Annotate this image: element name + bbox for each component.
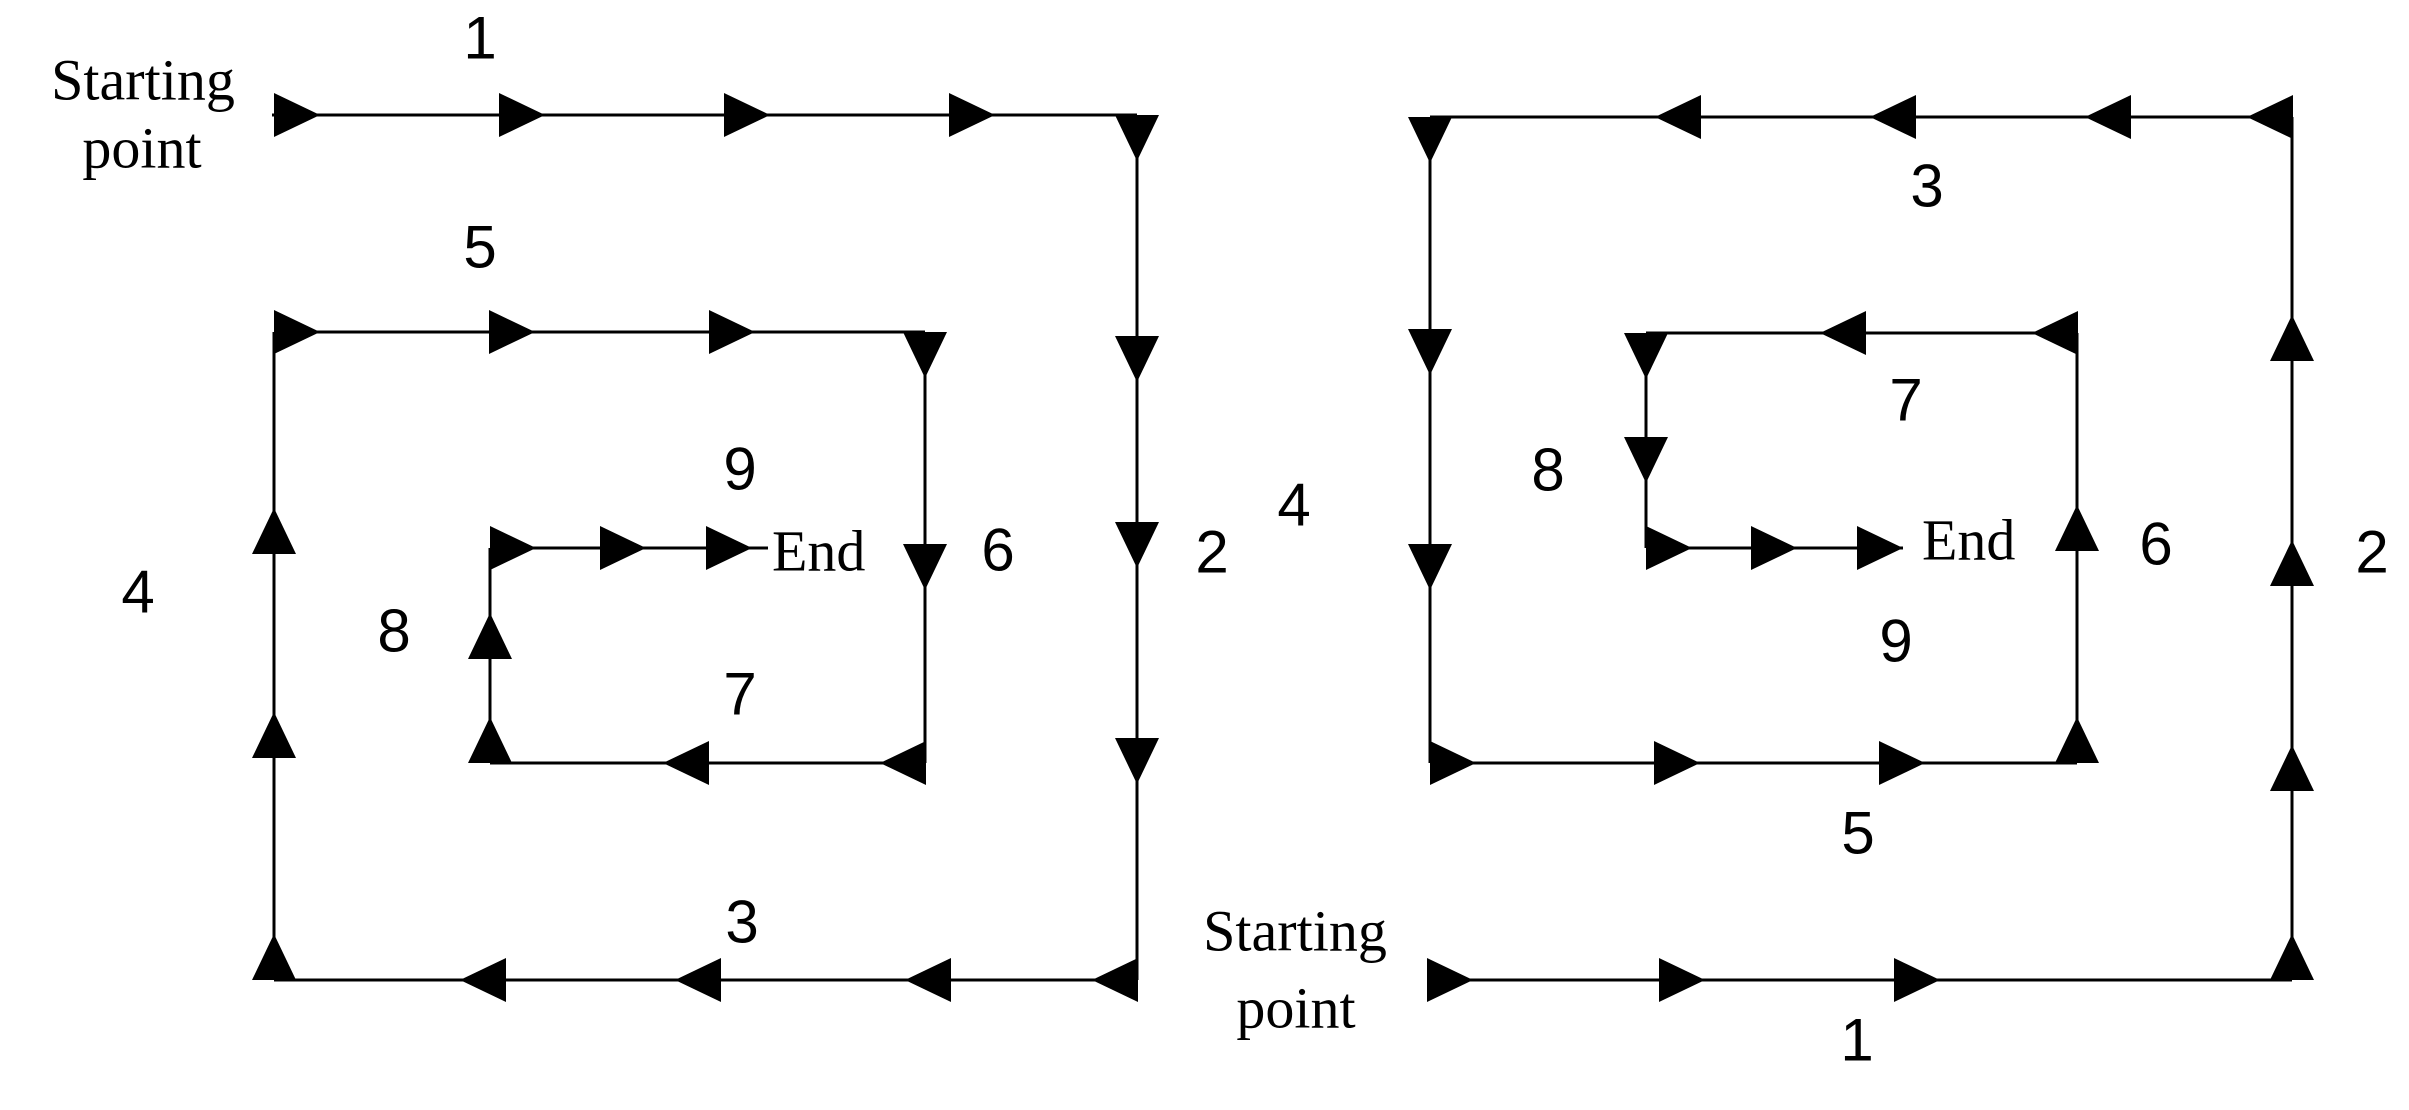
- right-spiral-segment-1-arrowhead-1-right-icon: [1427, 958, 1473, 1002]
- left-spiral-segment-5-arrowhead-2-right-icon: [489, 310, 535, 354]
- left-spiral-segment-1-arrowhead-4-right-icon: [949, 93, 995, 137]
- right-spiral-segment-8-arrowhead-1-down-icon: [1624, 333, 1668, 379]
- right-spiral-segment-9-arrowhead-3-right-icon: [1857, 526, 1903, 570]
- left-spiral-end-label: End: [772, 519, 865, 584]
- right-spiral-segment-5-arrowhead-1-right-icon: [1430, 741, 1476, 785]
- right-spiral-segment-7-arrowhead-1-left-icon: [2032, 311, 2078, 355]
- left-spiral-segment-1-arrowhead-3-right-icon: [724, 93, 770, 137]
- left-spiral-segment-3-number-label: 3: [725, 889, 758, 956]
- right-spiral-segment-9-arrowhead-1-right-icon: [1646, 526, 1692, 570]
- right-spiral-segment-4-arrowhead-2-down-icon: [1408, 329, 1452, 375]
- right-spiral-segment-4-number-label: 4: [1277, 472, 1310, 539]
- right-spiral-segment-1-arrowhead-3-right-icon: [1894, 958, 1940, 1002]
- left-spiral-segment-6-arrowhead-1-down-icon: [903, 332, 947, 378]
- left-spiral-segment-3-arrowhead-1-left-icon: [1092, 958, 1138, 1002]
- left-spiral-segment-8-number-label: 8: [377, 598, 410, 665]
- right-spiral-segment-2-arrowhead-3-up-icon: [2270, 540, 2314, 586]
- left-spiral-segment-7-arrowhead-2-left-icon: [663, 741, 709, 785]
- right-spiral-segment-3-arrowhead-3-left-icon: [1870, 95, 1916, 139]
- right-spiral-segment-3-arrowhead-2-left-icon: [2085, 95, 2131, 139]
- right-spiral-segment-7-number-label: 7: [1889, 367, 1922, 434]
- left-spiral-segment-2-arrowhead-2-down-icon: [1115, 336, 1159, 382]
- left-spiral-segment-7-number-label: 7: [723, 661, 756, 728]
- right-spiral-segment-9-arrowhead-2-right-icon: [1751, 526, 1797, 570]
- right-spiral-segment-1-number-label: 1: [1840, 1007, 1873, 1074]
- right-spiral-segment-3-number-label: 3: [1910, 153, 1943, 220]
- left-spiral-segment-3-arrowhead-3-left-icon: [675, 958, 721, 1002]
- left-spiral-segment-5-arrowhead-1-right-icon: [274, 310, 320, 354]
- left-spiral-segment-4-arrowhead-2-up-icon: [252, 712, 296, 758]
- right-spiral-segment-2-number-label: 2: [2355, 519, 2388, 586]
- right-spiral-segment-5-arrowhead-2-right-icon: [1654, 741, 1700, 785]
- left-spiral-segment-9-arrowhead-3-right-icon: [706, 526, 752, 570]
- right-spiral-segment-5-number-label: 5: [1841, 800, 1874, 867]
- right-spiral-starting-point-label-line-1: Starting: [1203, 899, 1387, 964]
- left-spiral-segment-6-arrowhead-2-down-icon: [903, 544, 947, 590]
- right-spiral-segment-6-arrowhead-2-up-icon: [2055, 505, 2099, 551]
- right-spiral-segment-2-arrowhead-1-up-icon: [2270, 934, 2314, 980]
- right-spiral-segment-6-arrowhead-1-up-icon: [2055, 717, 2099, 763]
- right-spiral-segment-5-arrowhead-3-right-icon: [1879, 741, 1925, 785]
- left-spiral-segment-4-number-label: 4: [121, 559, 154, 626]
- left-spiral-starting-point-label-line-2: point: [82, 116, 201, 181]
- right-spiral-segment-2-arrowhead-2-up-icon: [2270, 745, 2314, 791]
- right-spiral-segment-1-arrowhead-2-right-icon: [1659, 958, 1705, 1002]
- left-spiral-segment-2-number-label: 2: [1195, 519, 1228, 586]
- left-spiral-segment-2-arrowhead-3-down-icon: [1115, 522, 1159, 568]
- right-spiral-segment-8-number-label: 8: [1531, 437, 1564, 504]
- left-spiral-segment-4-arrowhead-1-up-icon: [252, 934, 296, 980]
- right-spiral-segment-4-arrowhead-3-down-icon: [1408, 544, 1452, 590]
- left-spiral-segment-8-arrowhead-1-up-icon: [468, 717, 512, 763]
- left-spiral-segment-7-arrowhead-1-left-icon: [880, 741, 926, 785]
- right-spiral-segment-4-arrowhead-1-down-icon: [1408, 117, 1452, 163]
- left-spiral-segment-5-arrowhead-3-right-icon: [709, 310, 755, 354]
- left-spiral-segment-3-arrowhead-4-left-icon: [460, 958, 506, 1002]
- left-spiral-segment-4-arrowhead-3-up-icon: [252, 508, 296, 554]
- right-spiral-segment-2-arrowhead-4-up-icon: [2270, 315, 2314, 361]
- left-spiral-segment-9-arrowhead-1-right-icon: [490, 526, 536, 570]
- left-spiral-starting-point-label-line-1: Starting: [51, 48, 235, 113]
- left-spiral-segment-1-number-label: 1: [463, 5, 496, 72]
- left-spiral-segment-9-number-label: 9: [723, 436, 756, 503]
- left-spiral-segment-5-number-label: 5: [463, 214, 496, 281]
- left-spiral-segment-1-arrowhead-2-right-icon: [499, 93, 545, 137]
- left-spiral-segment-3-arrowhead-2-left-icon: [905, 958, 951, 1002]
- left-spiral-segment-9-arrowhead-2-right-icon: [600, 526, 646, 570]
- left-spiral-segment-2-arrowhead-4-down-icon: [1115, 738, 1159, 784]
- left-spiral-segment-6-number-label: 6: [981, 517, 1014, 584]
- right-spiral-starting-point-label-line-2: point: [1236, 976, 1355, 1041]
- right-spiral-segment-3-arrowhead-1-left-icon: [2247, 95, 2293, 139]
- right-spiral-segment-3-arrowhead-4-left-icon: [1655, 95, 1701, 139]
- right-spiral-segment-8-arrowhead-2-down-icon: [1624, 437, 1668, 483]
- right-spiral-segment-9-number-label: 9: [1879, 608, 1912, 675]
- right-spiral-segment-7-arrowhead-2-left-icon: [1820, 311, 1866, 355]
- left-spiral-segment-2-arrowhead-1-down-icon: [1115, 115, 1159, 161]
- right-spiral-end-label: End: [1922, 508, 2015, 573]
- left-spiral-segment-1-arrowhead-1-right-icon: [274, 93, 320, 137]
- right-spiral-segment-6-number-label: 6: [2139, 511, 2172, 578]
- left-spiral-segment-8-arrowhead-2-up-icon: [468, 613, 512, 659]
